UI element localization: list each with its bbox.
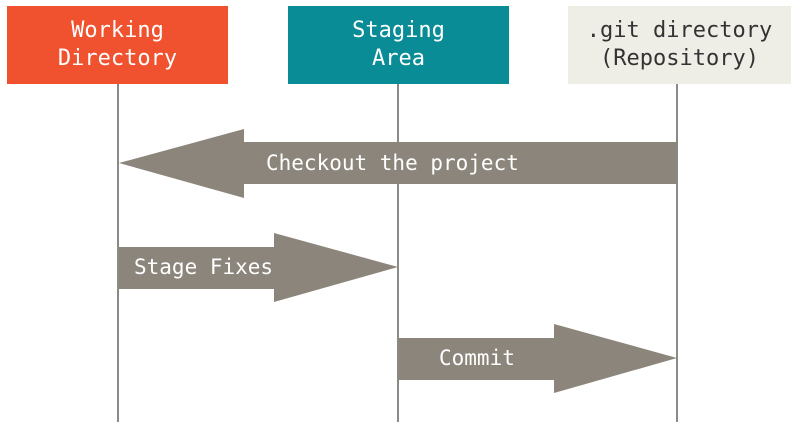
checkout-arrow-label: Checkout the project bbox=[266, 151, 519, 175]
working-directory-header: Working Directory bbox=[7, 6, 228, 84]
staging-area-label-line1: Staging bbox=[352, 18, 445, 43]
stage-fixes-arrow-label: Stage Fixes bbox=[134, 255, 274, 279]
commit-arrow bbox=[398, 324, 677, 393]
working-directory-label-line1: Working bbox=[71, 18, 164, 43]
commit-arrow-label: Commit bbox=[439, 346, 515, 370]
staging-area-header: Staging Area bbox=[288, 6, 509, 84]
repository-header: .git directory (Repository) bbox=[568, 6, 791, 84]
checkout-arrow bbox=[119, 129, 677, 198]
repository-label-line2: (Repository) bbox=[600, 46, 759, 71]
staging-area-label-line2: Area bbox=[372, 46, 425, 71]
working-directory-label-line2: Directory bbox=[57, 46, 178, 71]
repository-lifeline bbox=[676, 84, 678, 422]
stage-fixes-arrow bbox=[119, 233, 398, 302]
staging-area-lifeline bbox=[397, 84, 399, 422]
repository-label-line1: .git directory bbox=[586, 18, 773, 43]
working-directory-lifeline bbox=[117, 84, 119, 422]
